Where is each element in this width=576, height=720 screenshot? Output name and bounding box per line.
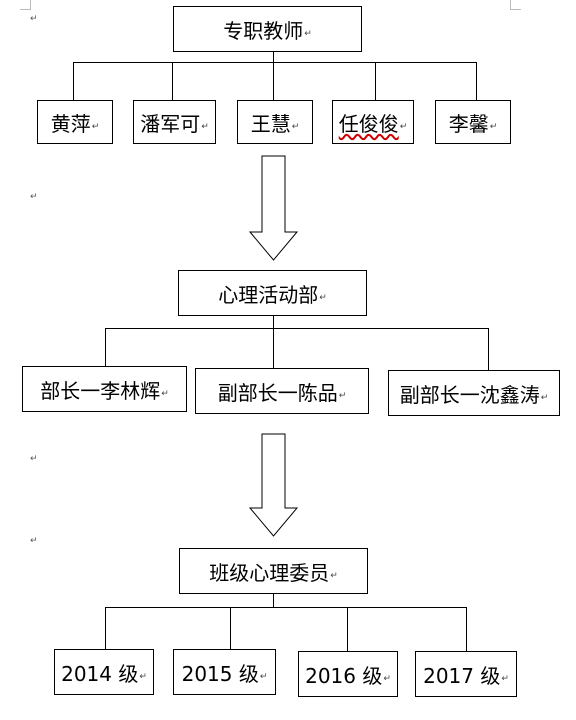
connector	[273, 594, 274, 608]
connector	[105, 328, 106, 366]
connector	[476, 62, 477, 100]
page-corner-mark	[510, 0, 521, 10]
page-corner-mark	[20, 0, 31, 10]
paragraph-mark: ↵	[540, 393, 549, 403]
connector	[172, 62, 173, 100]
grade-box: 2016 级↵	[298, 651, 398, 697]
paragraph-mark: ↵	[383, 674, 391, 684]
class-committee-title-box: 班级心理委员↵	[179, 548, 368, 594]
department-member-box: 副部长一陈品↵	[195, 368, 369, 414]
grade-box: 2014 级↵	[54, 649, 154, 695]
connector	[466, 607, 467, 651]
connector	[273, 328, 274, 368]
connector	[347, 607, 348, 651]
connector	[73, 62, 476, 63]
grade-label: 2014 级	[61, 661, 139, 686]
down-arrow-icon	[248, 433, 299, 537]
teacher-name: 王慧	[250, 111, 291, 136]
paragraph-mark: ↵	[91, 122, 100, 132]
teacher-box: 黄萍↵	[37, 100, 113, 144]
connector	[273, 62, 274, 100]
teacher-box: 李馨↵	[435, 100, 511, 144]
grade-label: 2015 级	[181, 661, 259, 686]
connector	[488, 328, 489, 370]
teacher-name: 潘军可	[140, 111, 201, 136]
paragraph-mark: ↵	[201, 122, 209, 132]
class-committee-title: 班级心理委员	[209, 560, 330, 585]
paragraph-mark: ↵	[338, 391, 347, 401]
paragraph-mark: ↵	[489, 122, 498, 132]
teacher-box: 潘军可↵	[133, 100, 216, 144]
paragraph-mark: ↵	[30, 454, 38, 464]
teacher-name: 李馨	[448, 111, 489, 136]
connector	[273, 52, 274, 63]
paragraph-mark: ↵	[319, 293, 327, 303]
connector	[73, 62, 74, 100]
department-member-name: 副部长一陈品	[217, 380, 338, 405]
connector	[105, 607, 467, 608]
teacher-name: 任俊俊	[338, 111, 399, 136]
paragraph-mark: ↵	[501, 674, 509, 684]
connector	[273, 316, 274, 329]
paragraph-mark: ↵	[30, 536, 38, 546]
connector	[230, 607, 231, 649]
grade-box: 2015 级↵	[173, 649, 276, 695]
paragraph-mark: ↵	[330, 571, 338, 581]
down-arrow-icon	[248, 155, 299, 261]
department-member-name: 副部长一沈鑫涛	[399, 382, 540, 407]
grade-box: 2017 级↵	[415, 651, 517, 697]
paragraph-mark: ↵	[30, 14, 38, 24]
paragraph-mark: ↵	[259, 672, 268, 682]
department-title: 心理活动部	[218, 282, 319, 307]
grade-label: 2016 级	[305, 663, 383, 688]
connector	[105, 328, 489, 329]
teacher-name: 黄萍	[50, 111, 91, 136]
grade-label: 2017 级	[423, 663, 501, 688]
department-title-box: 心理活动部↵	[178, 270, 367, 316]
paragraph-mark: ↵	[291, 122, 300, 132]
paragraph-mark: ↵	[30, 192, 38, 202]
department-member-box: 副部长一沈鑫涛↵	[388, 370, 560, 416]
paragraph-mark: ↵	[304, 29, 312, 39]
teachers-title-box: 专职教师↵	[173, 6, 362, 52]
paragraph-mark: ↵	[161, 389, 169, 399]
connector	[375, 62, 376, 100]
teachers-title: 专职教师	[223, 18, 304, 43]
teacher-box: 任俊俊↵	[332, 100, 414, 144]
teacher-box: 王慧↵	[237, 100, 313, 144]
paragraph-mark: ↵	[399, 122, 408, 132]
paragraph-mark: ↵	[139, 672, 147, 682]
connector	[105, 607, 106, 649]
department-member-box: 部长一李林辉↵	[22, 366, 187, 412]
department-member-name: 部长一李林辉	[40, 378, 161, 403]
